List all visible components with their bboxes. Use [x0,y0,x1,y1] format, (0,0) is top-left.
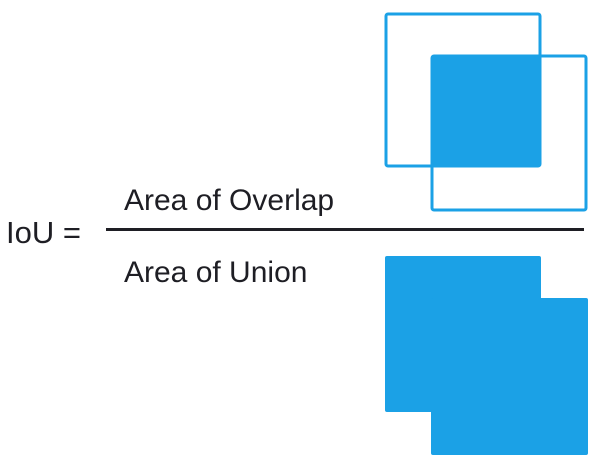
union-illustration [385,256,588,455]
fraction-bar [106,228,584,231]
overlap-region [432,56,540,166]
box-b-outline [430,54,588,212]
numerator-label: Area of Overlap [124,184,334,217]
iou-label: IoU = [6,215,81,250]
denominator-label: Area of Union [124,256,307,289]
union-box-b [431,298,588,455]
box-a-outline [384,12,542,168]
overlap-illustration [384,12,588,212]
